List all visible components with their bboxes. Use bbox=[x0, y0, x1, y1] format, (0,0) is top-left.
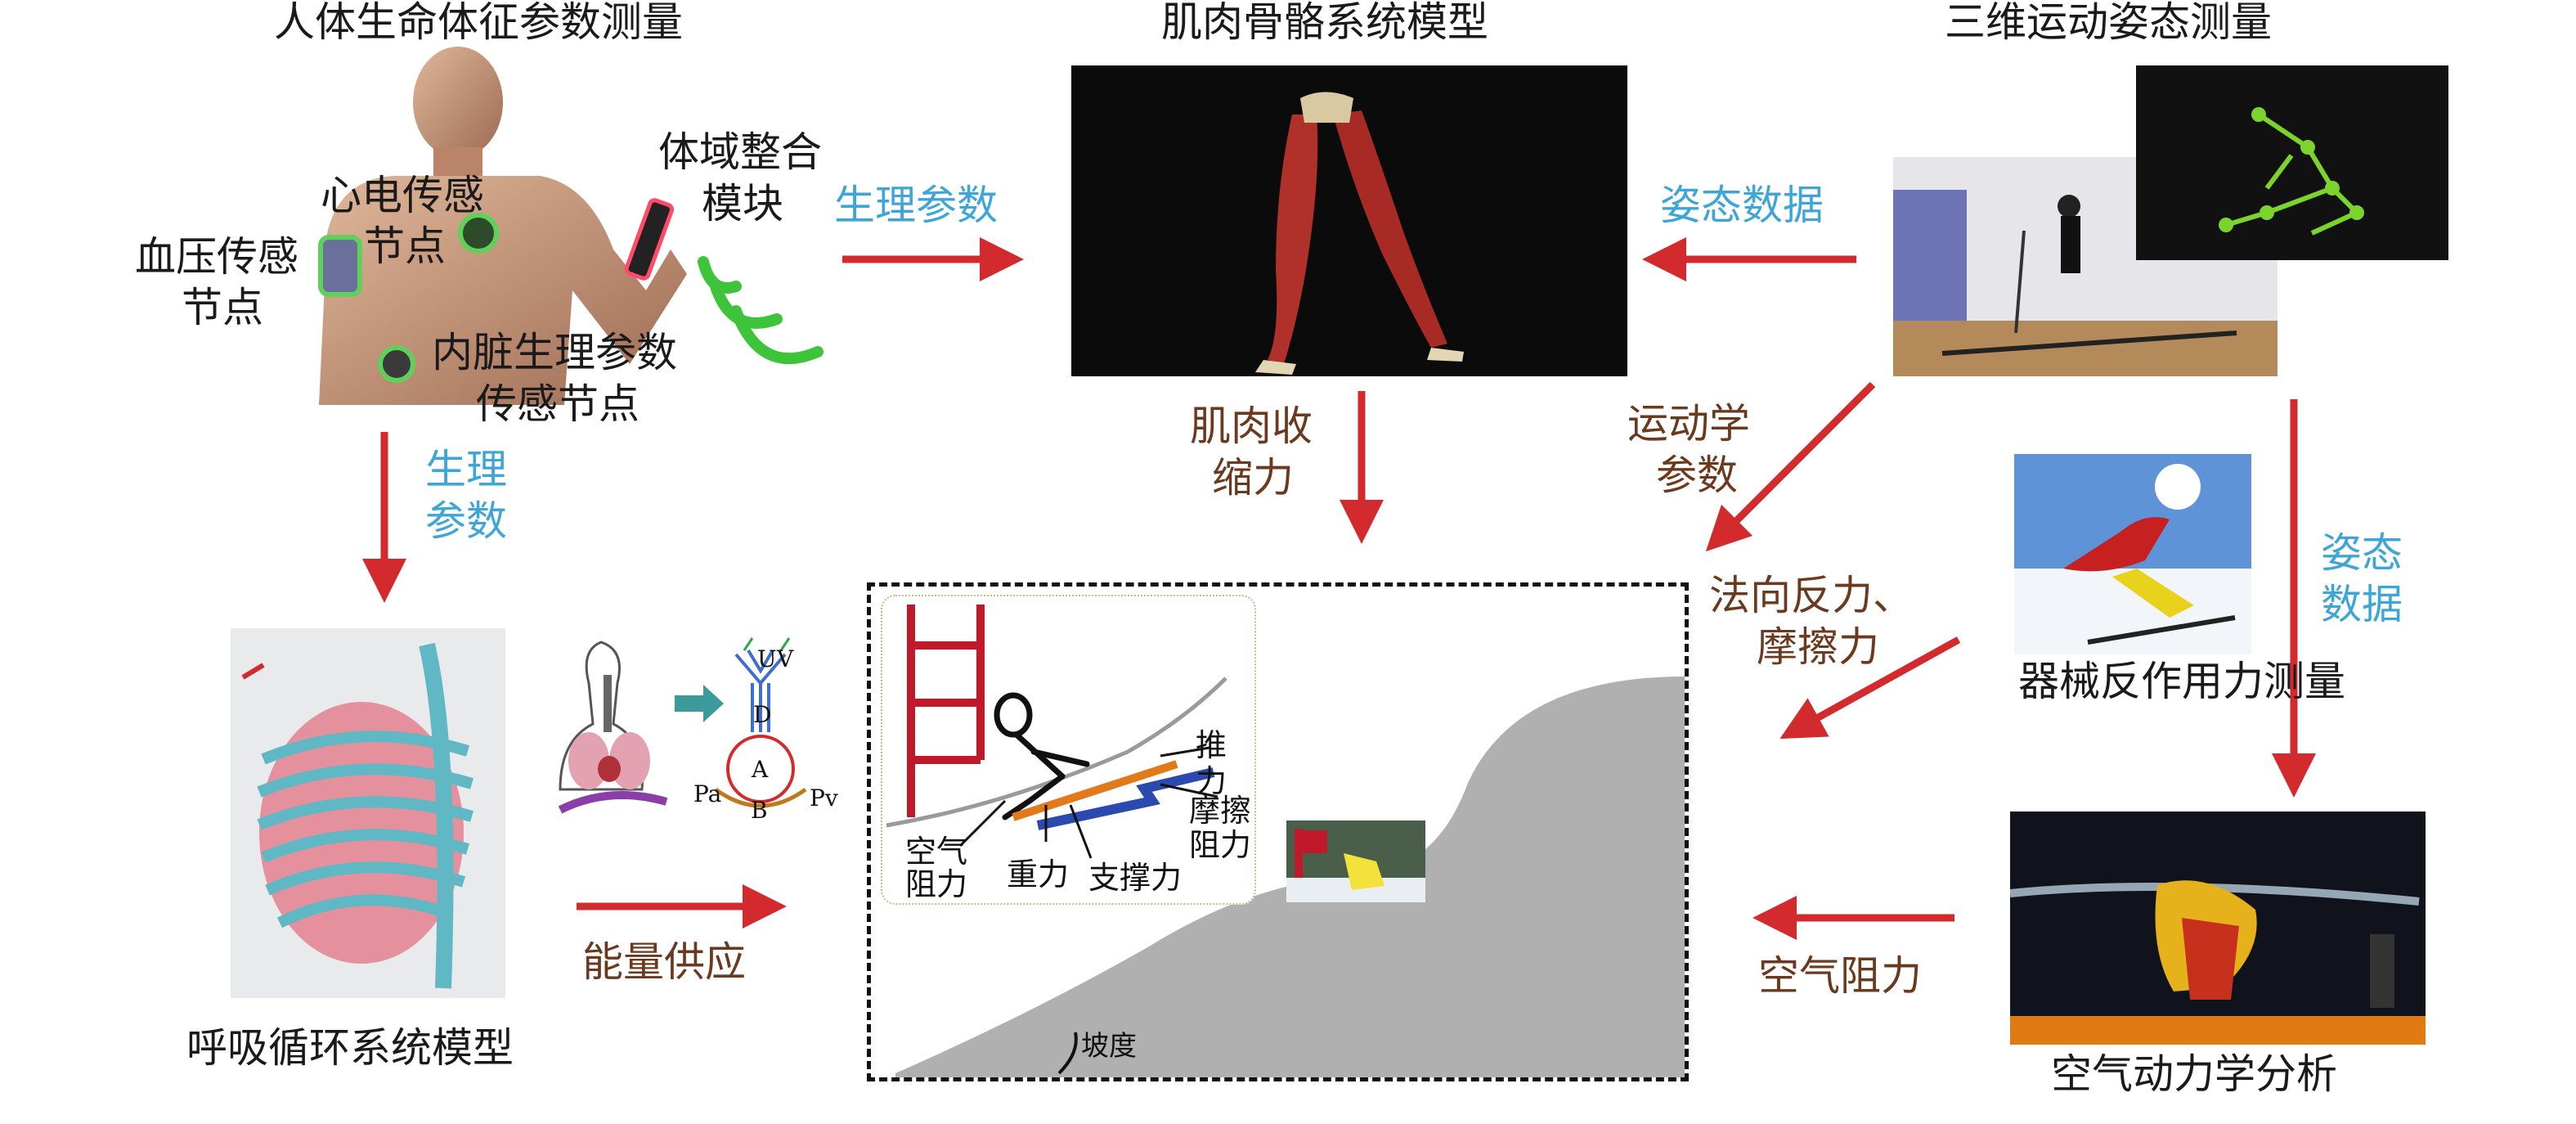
inset-air-1: 空气 bbox=[905, 834, 968, 870]
circuit-label-b: B bbox=[751, 797, 768, 824]
inset-friction-2: 阻力 bbox=[1189, 827, 1252, 863]
title-motion-capture: 三维运动姿态测量 bbox=[1945, 0, 2272, 46]
inset-friction-1: 摩擦 bbox=[1189, 793, 1252, 829]
flow-posture-data: 姿态数据 bbox=[1660, 182, 1824, 229]
title-musculoskeletal: 肌肉骨骼系统模型 bbox=[1161, 0, 1488, 46]
circuit-label-u: U bbox=[757, 645, 777, 672]
label-ecg-node-1: 心电传感 bbox=[321, 172, 484, 219]
arrow-normal-force bbox=[1779, 636, 1961, 740]
circuit-label-pv: Pv bbox=[810, 785, 838, 812]
slope-angle-arc bbox=[1057, 1032, 1078, 1075]
inset-slope-label: 坡度 bbox=[1081, 1030, 1137, 1063]
label-ecg-node-2: 节点 bbox=[364, 223, 446, 270]
inset-thrust: 推力 bbox=[1196, 727, 1227, 799]
flow-kinematics-2: 参数 bbox=[1656, 452, 1738, 499]
circulation-model-diagram bbox=[558, 637, 807, 814]
title-aerodynamics: 空气动力学分析 bbox=[2051, 1050, 2337, 1098]
title-vital-signs: 人体生命体征参数测量 bbox=[274, 0, 683, 46]
ski-slope-shape bbox=[895, 677, 1685, 1077]
label-body-module-1: 体域整合 bbox=[658, 128, 822, 176]
flow-posture-1: 姿态 bbox=[2321, 529, 2403, 577]
flow-physio-1: 生理 bbox=[425, 446, 507, 493]
flow-normal-1: 法向反力、 bbox=[1709, 572, 1914, 619]
slope-skier-photo bbox=[1286, 821, 1425, 902]
inset-support: 支撑力 bbox=[1088, 860, 1183, 896]
rib-cage-illustration bbox=[231, 628, 505, 998]
flow-kinematics-1: 运动学 bbox=[1627, 400, 1750, 447]
title-respiratory: 呼吸循环系统模型 bbox=[186, 1024, 514, 1072]
human-body-illustration bbox=[318, 47, 687, 405]
flow-air-resistance: 空气阻力 bbox=[1758, 952, 1922, 1000]
motion-capture-photo bbox=[1893, 157, 2278, 376]
slope-force-diagram: 推力 摩擦 阻力 空气 阻力 重力 支撑力 坡度 bbox=[867, 582, 1689, 1081]
flow-muscle-1: 肌肉收 bbox=[1190, 402, 1313, 450]
leg-muscle-model bbox=[1255, 92, 1464, 375]
flow-muscle-2: 缩力 bbox=[1212, 454, 1294, 501]
inset-gravity: 重力 bbox=[1007, 856, 1070, 892]
circuit-label-v: V bbox=[777, 645, 794, 672]
title-equipment-force: 器械反作用力测量 bbox=[2018, 658, 2345, 705]
wind-tunnel-photo bbox=[2010, 812, 2426, 1045]
label-visceral-1: 内脏生理参数 bbox=[432, 329, 677, 376]
inset-air-2: 阻力 bbox=[905, 866, 968, 902]
circuit-label-a: A bbox=[752, 756, 769, 783]
flow-physio-params: 生理参数 bbox=[834, 182, 998, 229]
flow-physio-2: 参数 bbox=[425, 497, 507, 545]
flow-normal-2: 摩擦力 bbox=[1757, 623, 1879, 671]
skier-photo bbox=[2014, 454, 2251, 654]
flow-posture-2: 数据 bbox=[2321, 581, 2403, 628]
skeleton-tracking-view bbox=[2136, 65, 2448, 260]
musculoskeletal-panel bbox=[1071, 65, 1627, 376]
wireless-signal-icon bbox=[698, 256, 824, 365]
circuit-label-d: D bbox=[753, 701, 772, 728]
force-inset: 推力 摩擦 阻力 空气 阻力 重力 支撑力 bbox=[881, 595, 1256, 905]
label-bp-node-1: 血压传感 bbox=[135, 233, 298, 281]
label-body-module-2: 模块 bbox=[702, 180, 783, 227]
label-bp-node-2: 节点 bbox=[182, 284, 263, 331]
circuit-label-pa: Pa bbox=[693, 780, 722, 807]
label-visceral-2: 传感节点 bbox=[476, 380, 640, 428]
flow-energy: 能量供应 bbox=[582, 938, 746, 986]
arrow-kinematics bbox=[1705, 381, 1876, 552]
